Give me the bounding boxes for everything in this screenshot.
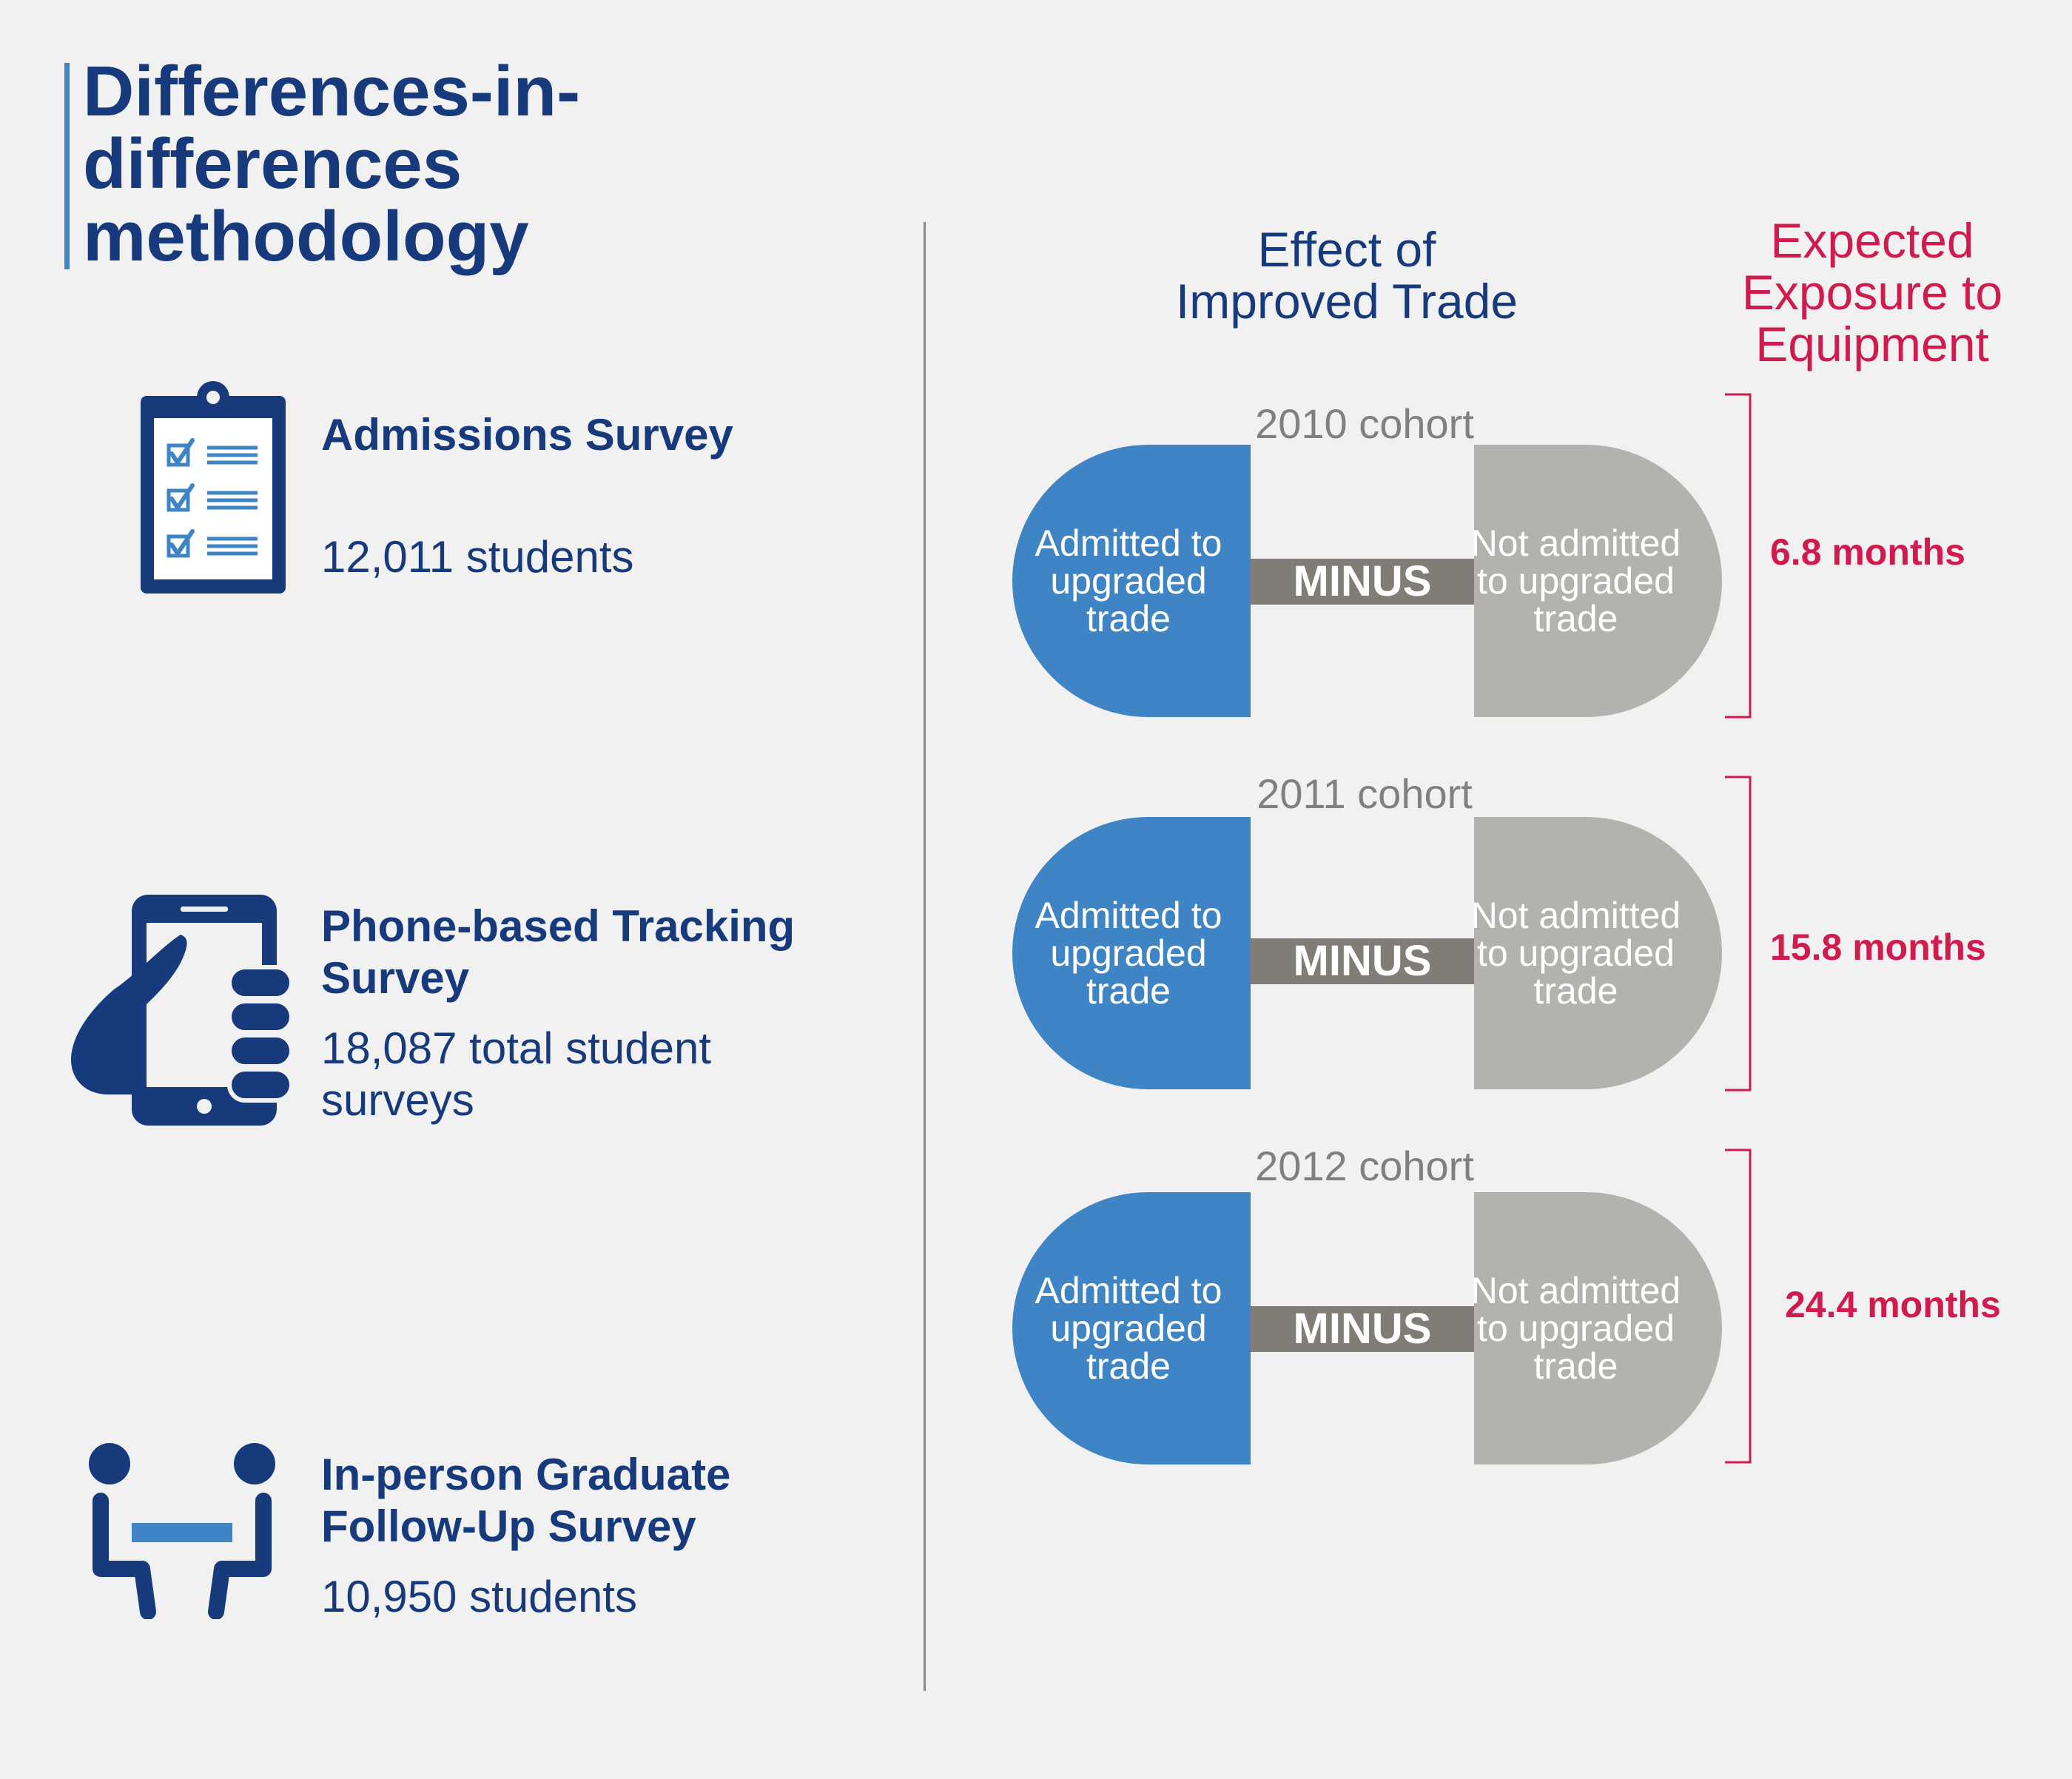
admitted-group: Admitted to upgraded trade (1012, 817, 1251, 1089)
not-admitted-group: Not admitted to upgraded trade (1471, 445, 1722, 717)
admitted-label: Admitted to upgraded trade (1035, 894, 1222, 1012)
minus-operator: MINUS (1251, 1306, 1474, 1352)
exposure-header: Expected Exposure to Equipment (1741, 213, 2003, 371)
survey-count: 12,011 students (321, 532, 634, 582)
clipboard-checklist-icon (141, 381, 286, 593)
exposure-bracket (1725, 776, 1752, 1092)
admitted-group: Admitted to upgraded trade (1012, 1192, 1251, 1464)
not-admitted-label: Not admitted to upgraded trade (1470, 522, 1681, 639)
cohort-label: 2011 cohort (1257, 770, 1473, 817)
exposure-months: 24.4 months (1785, 1284, 2001, 1325)
survey-count: 10,950 students (321, 1572, 638, 1621)
minus-operator: MINUS (1251, 938, 1474, 984)
admitted-label: Admitted to upgraded trade (1035, 1269, 1222, 1387)
survey-name: Phone-based Tracking Survey (321, 901, 796, 1003)
not-admitted-label: Not admitted to upgraded trade (1470, 894, 1681, 1012)
admitted-label: Admitted to upgraded trade (1035, 522, 1222, 639)
survey-name: In-person Graduate Follow-Up Survey (321, 1450, 731, 1551)
exposure-months: 15.8 months (1770, 927, 1986, 968)
survey-count: 18,087 total student surveys (321, 1023, 712, 1125)
column-divider (924, 222, 926, 1691)
exposure-months: 6.8 months (1770, 531, 1965, 573)
page-title: Differences-in-differences methodology (83, 52, 581, 276)
two-people-at-table-icon (89, 1443, 275, 1619)
minus-operator: MINUS (1251, 559, 1474, 605)
not-admitted-group: Not admitted to upgraded trade (1471, 817, 1722, 1089)
survey-name: Admissions Survey (321, 410, 733, 460)
admitted-group: Admitted to upgraded trade (1012, 445, 1251, 717)
cohort-label: 2012 cohort (1255, 1143, 1474, 1189)
hand-holding-phone-icon (71, 895, 294, 1126)
exposure-bracket (1725, 1149, 1752, 1464)
not-admitted-label: Not admitted to upgraded trade (1470, 1269, 1681, 1387)
title-accent-bar (64, 63, 70, 269)
exposure-bracket (1725, 393, 1752, 719)
not-admitted-group: Not admitted to upgraded trade (1471, 1192, 1722, 1464)
cohort-label: 2010 cohort (1255, 400, 1474, 447)
effect-header: Effect of Improved Trade (1175, 222, 1518, 329)
